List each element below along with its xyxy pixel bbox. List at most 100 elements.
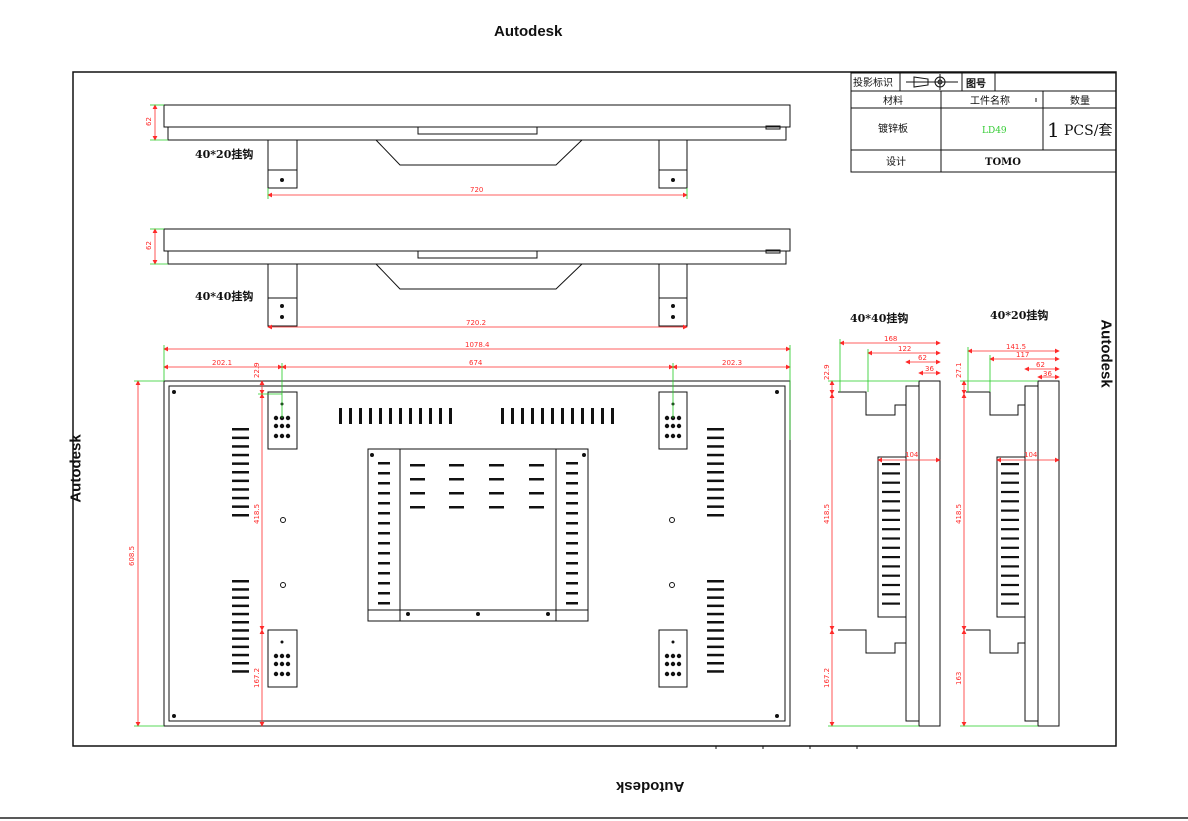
vent-slot <box>501 408 504 424</box>
vent-slot <box>449 408 452 424</box>
drawing-border <box>72 71 1117 747</box>
vent-slot <box>232 436 249 440</box>
vent-slot <box>232 637 249 640</box>
vent-slot <box>378 572 390 575</box>
vent-slot <box>882 574 900 577</box>
vent-slot <box>529 492 544 495</box>
vent-slot <box>707 488 724 491</box>
vent-slot <box>1001 583 1019 587</box>
vent-slot <box>410 478 425 481</box>
vent-slot <box>707 629 724 632</box>
bracket-hole <box>664 423 670 429</box>
projection-symbol-icon <box>906 74 958 90</box>
vent-slot <box>531 408 534 424</box>
vent-slot <box>419 408 422 424</box>
vent-slot <box>378 492 390 495</box>
vent-slot <box>566 552 578 555</box>
vent-slot <box>378 532 390 535</box>
bracket-hole <box>676 671 682 677</box>
dim-side2-bottom: 163 <box>955 672 963 685</box>
vent-slot <box>882 481 900 484</box>
quantity-value-unit: PCS/套 <box>1064 123 1112 139</box>
vent-slot <box>707 662 724 665</box>
vent-slot <box>882 528 900 531</box>
bracket-hole <box>676 415 682 421</box>
bracket-hole <box>670 433 676 439</box>
vent-slot <box>489 464 504 467</box>
design-label: 设计 <box>886 155 906 168</box>
vent-slot <box>1001 574 1019 577</box>
vent-slot <box>232 453 249 457</box>
vent-slot <box>566 602 578 605</box>
vent-slot <box>232 445 249 448</box>
bracket-hole <box>670 671 676 677</box>
vent-slot <box>511 408 514 424</box>
vent-slot <box>529 478 544 481</box>
part-name-label: 工件名称 <box>970 94 1010 107</box>
vent-slot <box>1001 463 1019 466</box>
dim-front-left: 202.1 <box>212 359 232 367</box>
vent-slot <box>378 542 390 545</box>
vent-slot <box>232 479 249 483</box>
vent-slot <box>378 502 390 505</box>
dim-side1-top: 22.9 <box>823 364 831 380</box>
vent-slot <box>601 408 604 424</box>
drawing-no-label: 图号 <box>966 78 986 90</box>
vent-slot <box>566 572 578 575</box>
dim-side1-w4: 36 <box>925 365 934 373</box>
vent-slot <box>882 546 900 549</box>
bracket-hole <box>670 423 676 429</box>
vent-slot <box>232 588 249 591</box>
bracket-hole <box>280 640 284 644</box>
vent-slot <box>489 492 504 495</box>
vent-slot <box>707 621 724 624</box>
dim-top1-height: 62 <box>145 117 153 126</box>
vent-slot <box>232 496 249 500</box>
vent-slot <box>1001 602 1019 605</box>
material-label: 材料 <box>883 94 903 107</box>
bracket-hole <box>670 661 676 667</box>
dim-side2-depth: 104 <box>1024 451 1038 459</box>
vent-slot <box>378 512 390 515</box>
bracket-hole <box>676 433 682 439</box>
dim-front-bottom: 167.2 <box>253 668 261 688</box>
vent-slot <box>707 580 724 583</box>
vent-slot <box>707 637 724 640</box>
quantity-value-num: 1 <box>1047 118 1060 142</box>
vent-slot <box>349 408 352 424</box>
bracket-hole <box>285 671 291 677</box>
bracket-hole <box>664 653 670 659</box>
vent-slot <box>449 464 464 467</box>
vent-slot <box>581 408 584 424</box>
vent-slot <box>1001 556 1019 559</box>
vent-slot <box>529 464 544 467</box>
vent-slot <box>882 537 900 540</box>
watermark-top: Autodesk <box>494 23 563 40</box>
part-name-value: LD49 <box>982 126 1007 136</box>
vent-slot <box>566 542 578 545</box>
top-view-2 <box>163 228 791 327</box>
vent-slot <box>882 500 900 503</box>
vent-slot <box>566 562 578 565</box>
vent-slot <box>591 408 594 424</box>
top-view-2-label: 40*40挂钩 <box>195 289 253 303</box>
dim-side2-w2: 117 <box>1016 351 1029 359</box>
dim-front-mid-height: 418.5 <box>253 504 261 524</box>
dim-side2-top: 27.1 <box>955 362 963 378</box>
vent-slot <box>369 408 372 424</box>
top-view-1 <box>163 104 791 189</box>
vent-slot <box>449 492 464 495</box>
bracket-hole <box>273 415 279 421</box>
vent-slot <box>1001 546 1019 549</box>
side-view-1 <box>838 380 941 727</box>
projection-label: 投影标识 <box>853 76 893 89</box>
bracket-hole <box>664 661 670 667</box>
vent-slot <box>339 408 342 424</box>
vent-slot <box>489 506 504 509</box>
vent-slot <box>232 488 249 491</box>
bracket-hole <box>285 423 291 429</box>
vent-slot <box>707 514 724 517</box>
vent-slot <box>707 436 724 440</box>
vent-slot <box>707 653 724 657</box>
